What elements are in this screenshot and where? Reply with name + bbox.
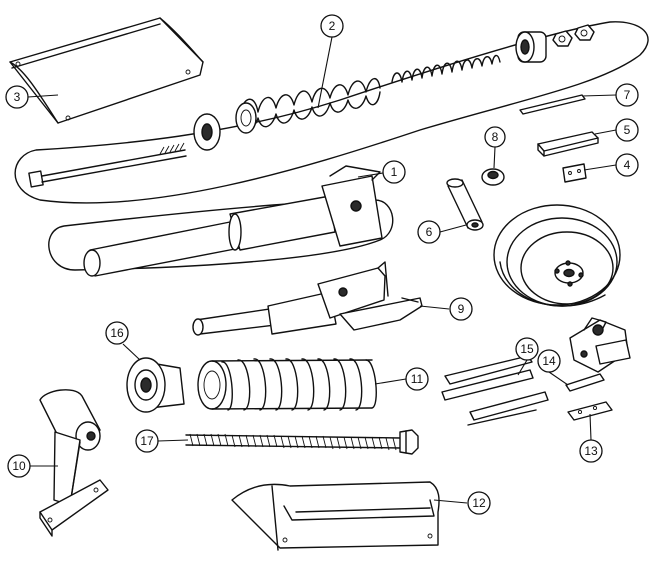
part-9-yoke [192,261,423,336]
callout-4: 4 [615,153,639,177]
leader-9 [419,305,450,310]
part-12-lower-guard [231,481,440,551]
part-7-strip [519,94,586,115]
callout-17: 17 [135,429,159,453]
callout-6: 6 [417,220,441,244]
part-17-threaded-rod [185,429,419,455]
part-13-plate [567,401,613,421]
leader-4 [583,164,617,171]
svg-text:6: 6 [426,225,433,239]
leader-13 [589,413,592,441]
svg-text:16: 16 [110,326,124,340]
part-14-pin [565,373,605,392]
leader-lines [27,36,617,504]
svg-text:5: 5 [624,123,631,137]
leader-7 [581,94,617,97]
callout-1: 1 [382,160,406,184]
callout-3: 3 [5,85,29,109]
leader-11 [374,378,407,385]
part-1-cylinder [48,165,394,277]
part-15-strips [441,355,549,426]
leader-16 [122,343,141,361]
leader-15 [517,359,528,376]
part-5-bar [537,131,599,157]
svg-text:3: 3 [14,90,21,104]
callout-14: 14 [537,349,561,373]
svg-text:11: 11 [411,372,424,386]
leader-8 [493,146,496,169]
svg-text:14: 14 [542,354,556,368]
leader-6 [439,224,467,233]
leader-1 [357,172,384,178]
callout-11: 11 [405,367,429,391]
callout-15: 15 [515,337,539,361]
svg-text:17: 17 [140,434,154,448]
leader-14 [548,371,569,386]
callout-9: 9 [449,297,473,321]
mounting-block [569,317,631,373]
svg-text:4: 4 [624,158,631,172]
part-8-nut [481,168,505,186]
svg-text:10: 10 [12,459,26,473]
callout-7: 7 [615,83,639,107]
part-16-bushing [126,357,185,413]
leader-3 [27,94,59,98]
callout-2: 2 [320,14,344,38]
svg-text:2: 2 [329,19,336,33]
part-6-pin [446,178,484,231]
callout-10: 10 [7,454,31,478]
callout-16: 16 [105,321,129,345]
svg-text:8: 8 [492,130,499,144]
part-2-tube-assembly [14,21,649,204]
svg-text:7: 7 [624,88,631,102]
svg-text:1: 1 [391,165,398,179]
leader-12 [433,499,468,504]
part-3-guard-plate [9,17,204,124]
svg-text:9: 9 [458,302,465,316]
svg-text:15: 15 [520,342,534,356]
callout-8: 8 [484,126,506,148]
idler-wheel [493,204,621,307]
leader-17 [157,439,189,442]
svg-text:12: 12 [472,496,486,510]
callout-12: 12 [467,491,491,515]
leader-5 [594,129,617,135]
callouts: 1 2 3 4 5 6 7 8 9 10 11 12 13 14 15 16 1… [5,14,639,515]
leader-2 [317,36,333,109]
svg-text:13: 13 [584,444,598,458]
part-10-bracket [39,389,109,537]
callout-13: 13 [579,439,603,463]
part-11-spring [197,358,377,411]
part-4-small-plate [562,163,587,183]
callout-5: 5 [615,118,639,142]
